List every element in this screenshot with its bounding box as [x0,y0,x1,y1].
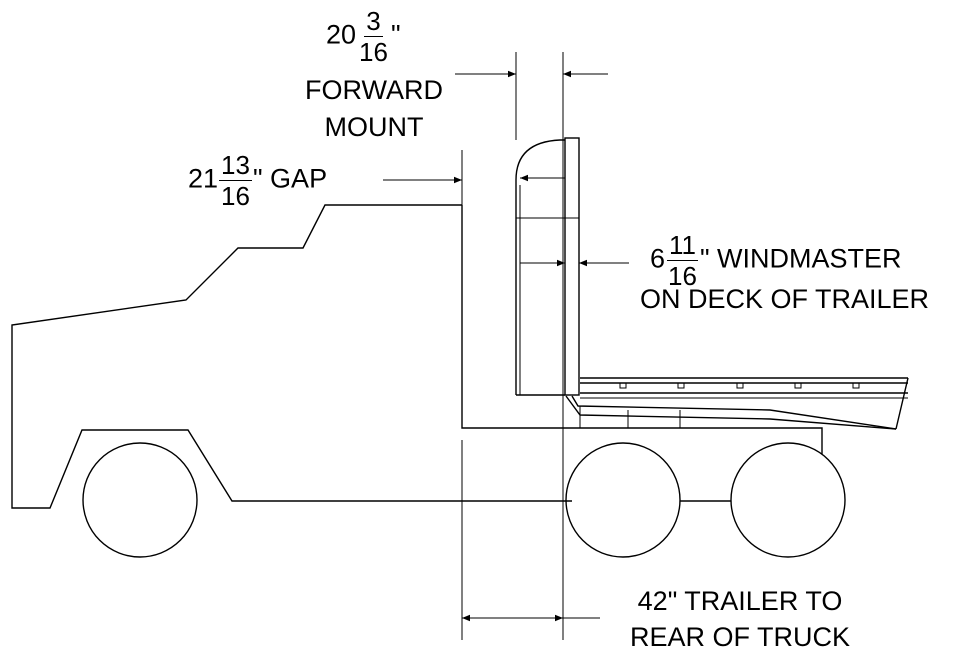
windmaster-denominator: 16 [668,261,697,291]
forward-mount-label-line2: MOUNT [324,112,424,142]
trailer-deck [565,377,909,430]
trailer-to-truck-label-line1: 42" TRAILER TO [637,586,843,616]
dim-forward-mount [455,52,608,640]
forward-mount-whole: 20 [326,19,357,50]
windmaster-fairing [515,137,580,396]
forward-mount-numerator: 3 [364,6,383,37]
gap-whole: 21 [188,163,219,194]
dim-windmaster [520,174,629,267]
rear-wheel-2 [730,442,846,558]
dim-trailer-to-truck [461,440,600,640]
windmaster-numerator: 11 [666,230,698,261]
windmaster-suffix: " WINDMASTER [699,243,902,274]
front-wheel [82,442,198,558]
gap-numerator: 13 [219,150,252,181]
dim-gap [383,150,463,205]
windmaster-label-line2: ON DECK OF TRAILER [640,284,930,314]
windmaster-whole: 6 [650,243,666,274]
forward-mount-label-line1: FORWARD [305,75,443,105]
trailer-to-truck-label-line2: REAR OF TRUCK [629,622,851,652]
gap-denominator: 16 [221,181,250,211]
rear-wheel-1 [565,442,681,558]
forward-mount-denominator: 16 [359,37,388,67]
gap-suffix: " GAP [252,163,328,194]
forward-mount-unit: " [390,19,401,50]
truck-cab [11,204,823,509]
